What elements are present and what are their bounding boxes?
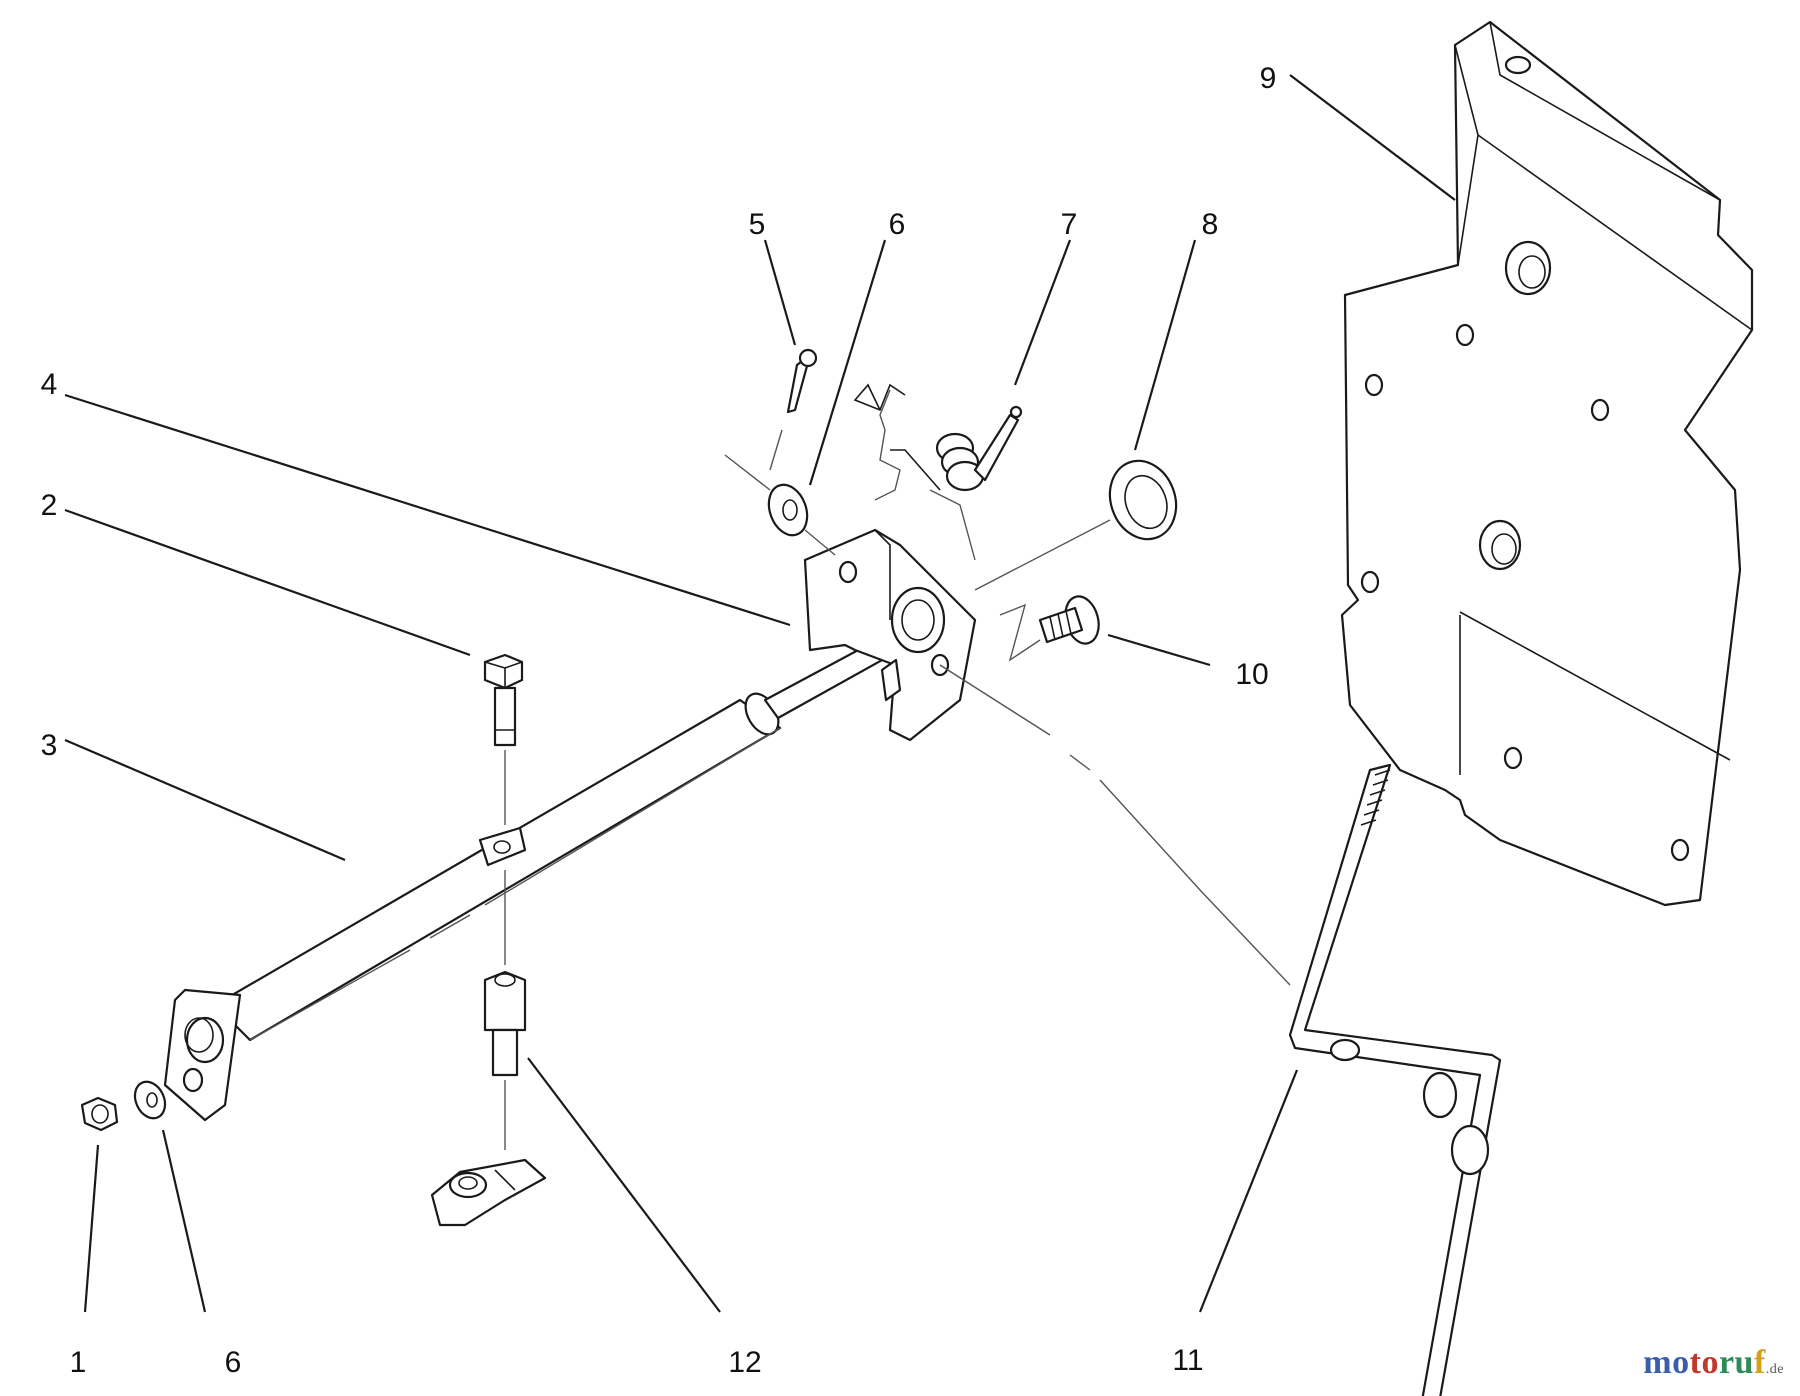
callout-8: 8 <box>1202 208 1219 241</box>
part-6-washer-upper <box>724 454 836 556</box>
part-12-standoff <box>430 870 547 1227</box>
callout-2: 2 <box>41 489 58 522</box>
callout-12: 12 <box>728 1346 761 1379</box>
watermark-tld: .de <box>1765 1362 1784 1377</box>
watermark-part-4: f <box>1753 1344 1766 1381</box>
callout-11: 11 <box>1172 1344 1203 1377</box>
part-5-cotter-pin <box>769 348 818 471</box>
part-6-washer-lower <box>133 1080 167 1120</box>
watermark-part-3: ru <box>1718 1344 1754 1381</box>
watermark-logo: motoruf.de <box>1643 1344 1784 1382</box>
part-4-pivot-bracket <box>803 528 977 742</box>
callout-10: 10 <box>1235 658 1268 691</box>
callout-3: 3 <box>41 729 58 762</box>
callout-9: 9 <box>1260 62 1277 95</box>
callout-6-upper: 6 <box>889 208 906 241</box>
callout-6-lower: 6 <box>225 1346 242 1379</box>
callout-5: 5 <box>749 208 766 241</box>
part-8-large-washer <box>974 459 1178 591</box>
callout-7: 7 <box>1061 208 1078 241</box>
part-2-hex-bolt <box>483 653 524 825</box>
part-3-shaft <box>163 623 920 1122</box>
part-9-mounting-plate <box>1340 20 1754 907</box>
callout-1: 1 <box>70 1346 87 1379</box>
part-7-spring <box>853 383 1023 561</box>
part-10-bolt <box>999 595 1100 662</box>
part-11-bent-rod <box>939 664 1502 1396</box>
leader-lines <box>64 74 1456 1313</box>
callout-4: 4 <box>41 368 58 401</box>
watermark-part-1: mo <box>1643 1344 1690 1381</box>
part-1-nut <box>80 1096 119 1132</box>
watermark-part-2: to <box>1689 1344 1719 1381</box>
